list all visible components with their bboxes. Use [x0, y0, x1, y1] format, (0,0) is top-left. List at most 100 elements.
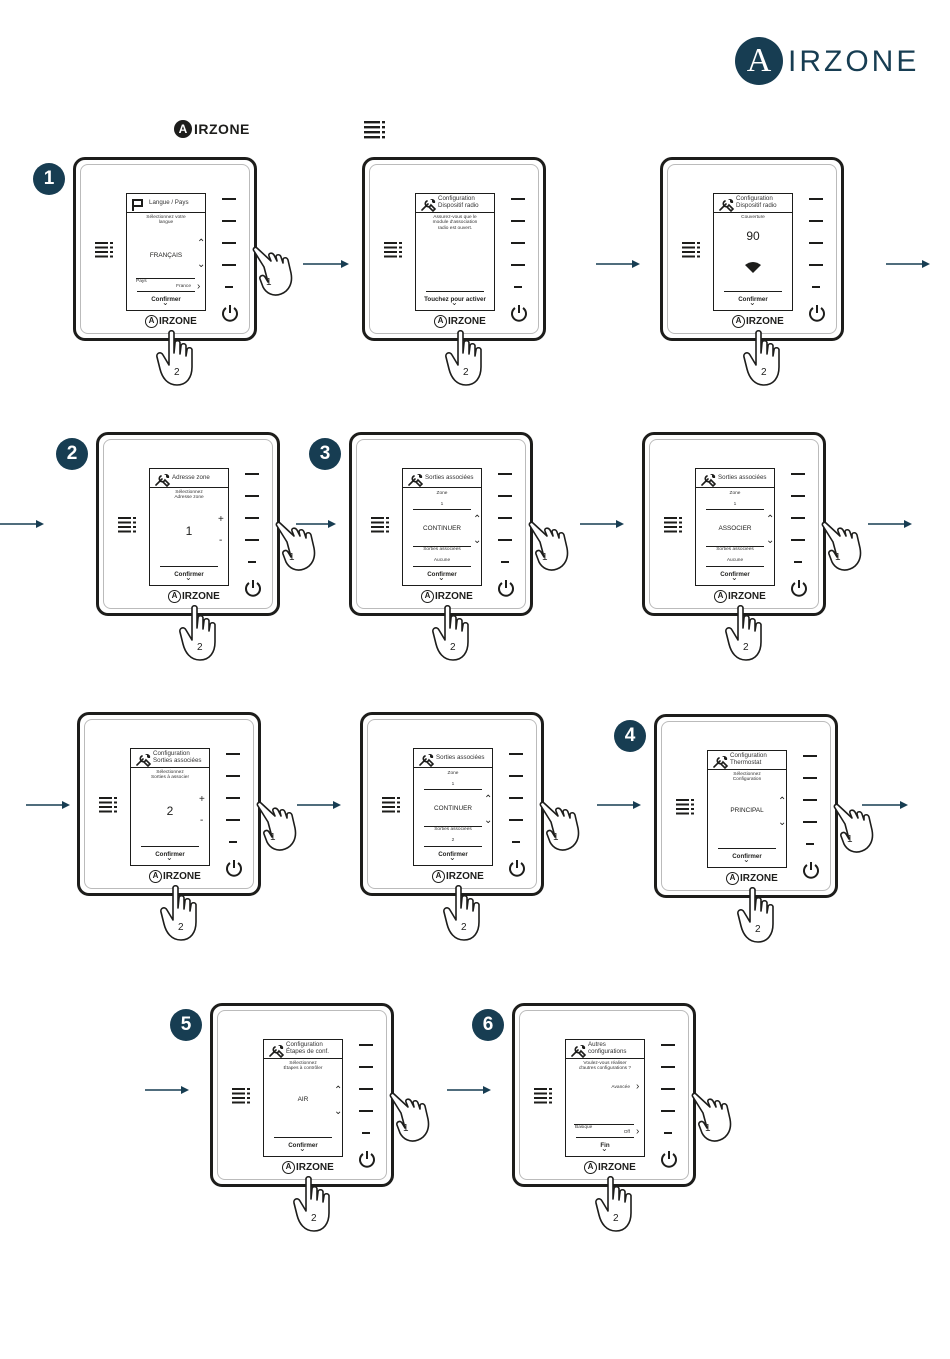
side-button[interactable] — [809, 264, 823, 266]
option-value: Off — [623, 1130, 630, 1135]
outputs-label: Sorties associées — [716, 547, 754, 552]
hand-step-label: 2 — [197, 642, 203, 653]
side-button[interactable] — [803, 799, 817, 801]
side-button[interactable] — [806, 843, 814, 845]
side-button[interactable] — [791, 539, 805, 541]
side-button[interactable] — [498, 473, 512, 475]
divider — [137, 291, 195, 292]
side-menu-icon[interactable] — [384, 242, 402, 258]
side-button[interactable] — [511, 198, 525, 200]
side-button[interactable] — [661, 1044, 675, 1046]
side-menu-icon[interactable] — [371, 517, 389, 533]
side-button[interactable] — [359, 1110, 373, 1112]
side-button[interactable] — [812, 286, 820, 288]
side-button[interactable] — [809, 242, 823, 244]
hand-step-label: 2 — [613, 1213, 619, 1224]
side-button[interactable] — [791, 517, 805, 519]
side-button[interactable] — [509, 753, 523, 755]
side-button[interactable] — [809, 220, 823, 222]
side-menu-icon[interactable] — [664, 517, 682, 533]
side-button[interactable] — [661, 1110, 675, 1112]
chevron-down-icon: ⌄ — [484, 815, 493, 826]
side-button[interactable] — [498, 517, 512, 519]
power-icon[interactable] — [807, 303, 827, 323]
power-icon[interactable] — [789, 578, 809, 598]
side-menu-icon[interactable] — [676, 799, 694, 815]
chevron-down-icon: ⌄ — [451, 298, 458, 307]
side-button[interactable] — [509, 775, 523, 777]
chevron-up-icon: ⌃ — [778, 796, 787, 807]
side-menu-icon[interactable] — [99, 797, 117, 813]
side-button[interactable] — [661, 1088, 675, 1090]
side-button[interactable] — [222, 264, 236, 266]
power-icon[interactable] — [243, 578, 263, 598]
side-button[interactable] — [229, 841, 237, 843]
power-icon[interactable] — [496, 578, 516, 598]
power-icon[interactable] — [357, 1149, 377, 1169]
confirm-label: Confirmer — [720, 571, 750, 578]
side-button[interactable] — [222, 198, 236, 200]
side-button[interactable] — [245, 517, 259, 519]
chevron-up-icon: ⌃ — [766, 514, 775, 525]
side-button[interactable] — [222, 242, 236, 244]
power-icon[interactable] — [507, 858, 527, 878]
side-button[interactable] — [226, 775, 240, 777]
side-menu-icon[interactable] — [382, 797, 400, 813]
side-button[interactable] — [245, 539, 259, 541]
power-icon[interactable] — [224, 858, 244, 878]
side-button[interactable] — [511, 264, 525, 266]
side-menu-icon[interactable] — [534, 1088, 552, 1104]
side-button[interactable] — [514, 286, 522, 288]
side-button[interactable] — [509, 819, 523, 821]
hand-step-label: 1 — [270, 832, 276, 843]
hand-step-label: 2 — [461, 922, 467, 933]
screen-header: Sorties associées — [414, 749, 492, 768]
side-button[interactable] — [226, 753, 240, 755]
side-button[interactable] — [803, 755, 817, 757]
side-button[interactable] — [664, 1132, 672, 1134]
power-icon[interactable] — [509, 303, 529, 323]
side-button[interactable] — [498, 539, 512, 541]
airzone-logo-icon: A — [282, 1161, 295, 1174]
side-button[interactable] — [245, 495, 259, 497]
side-button[interactable] — [791, 473, 805, 475]
power-icon[interactable] — [659, 1149, 679, 1169]
side-button[interactable] — [359, 1044, 373, 1046]
hand-press-icon — [736, 886, 786, 946]
power-icon[interactable] — [801, 860, 821, 880]
side-button[interactable] — [245, 473, 259, 475]
side-menu-icon[interactable] — [232, 1088, 250, 1104]
device-screen: Configuration Étapes de conf.Sélectionne… — [263, 1039, 343, 1157]
side-button[interactable] — [498, 495, 512, 497]
side-button[interactable] — [362, 1132, 370, 1134]
side-button[interactable] — [661, 1066, 675, 1068]
side-button[interactable] — [248, 561, 256, 563]
side-button[interactable] — [803, 821, 817, 823]
side-menu-icon[interactable] — [682, 242, 700, 258]
side-button[interactable] — [226, 819, 240, 821]
side-button[interactable] — [222, 220, 236, 222]
side-button[interactable] — [512, 841, 520, 843]
side-button[interactable] — [791, 495, 805, 497]
side-button[interactable] — [511, 242, 525, 244]
power-icon[interactable] — [220, 303, 240, 323]
side-button[interactable] — [359, 1088, 373, 1090]
side-button[interactable] — [803, 777, 817, 779]
hand-step-label: 1 — [835, 552, 841, 563]
arrow-right-icon — [886, 260, 930, 268]
side-menu-icon[interactable] — [95, 242, 113, 258]
side-button[interactable] — [359, 1066, 373, 1068]
side-button[interactable] — [501, 561, 509, 563]
side-button[interactable] — [226, 797, 240, 799]
side-menu-icon[interactable] — [118, 517, 136, 533]
side-button[interactable] — [809, 198, 823, 200]
divider — [706, 509, 764, 510]
zone-value: 1 — [733, 502, 737, 507]
screen-title: Adresse zone — [172, 474, 210, 481]
side-button[interactable] — [794, 561, 802, 563]
side-button[interactable] — [509, 797, 523, 799]
airzone-logo-letter: A — [729, 873, 736, 882]
side-button[interactable] — [511, 220, 525, 222]
side-button[interactable] — [225, 286, 233, 288]
